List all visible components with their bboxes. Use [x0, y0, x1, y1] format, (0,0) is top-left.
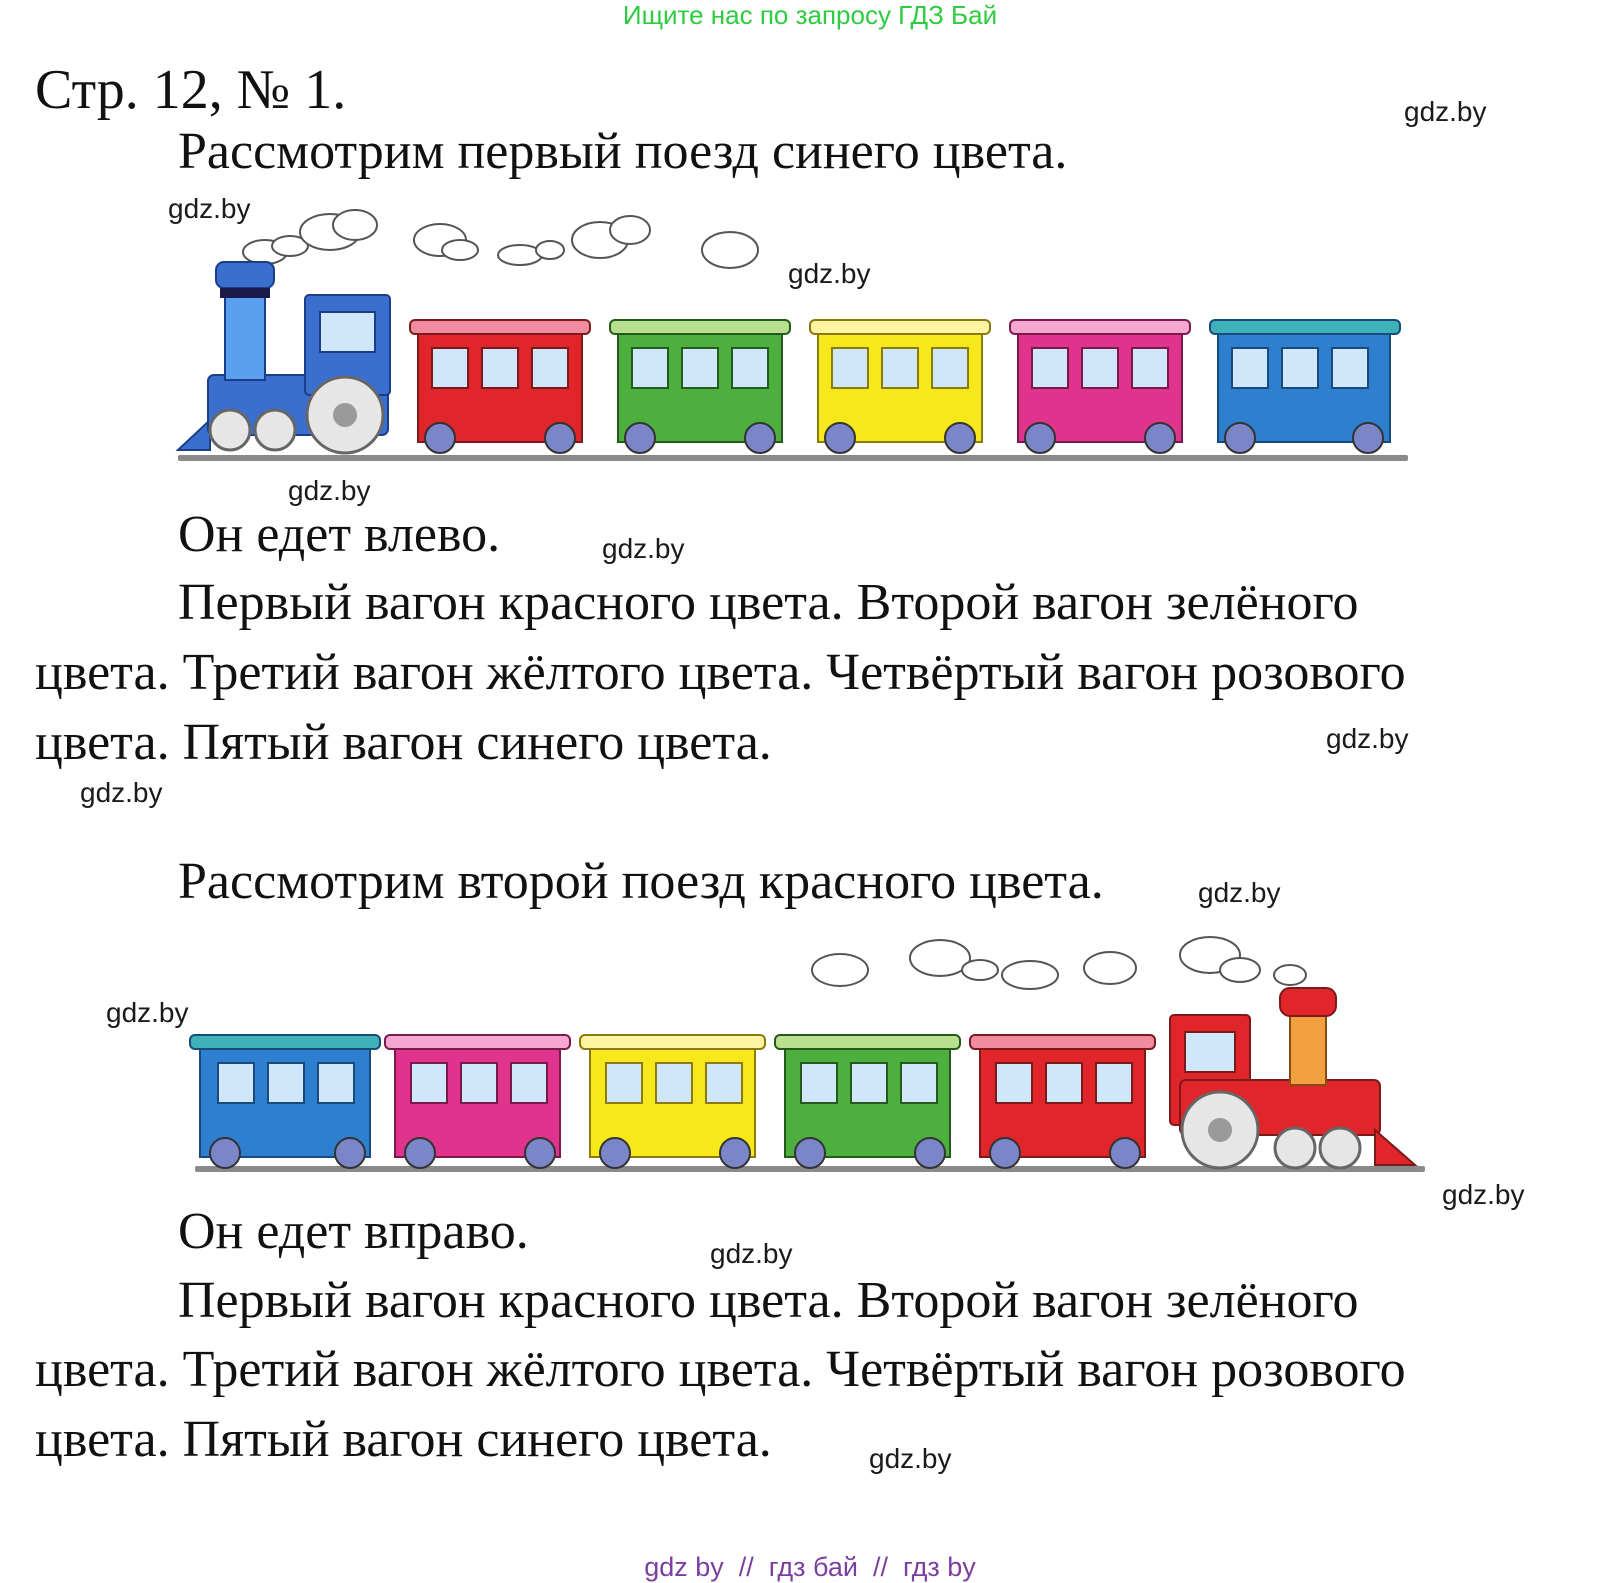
train-1-illustration	[175, 209, 1408, 461]
top-banner[interactable]: Ищите нас по запросу ГДЗ Бай	[622, 0, 998, 30]
rail	[178, 455, 1408, 461]
section1-intro: Рассмотрим первый поезд синего цвета.	[178, 123, 1068, 180]
section1-line-2: цвета. Третий вагон жёлтого цвета. Четвё…	[35, 644, 1406, 701]
watermark: gdz.by	[1198, 877, 1281, 908]
wagon-yellow	[809, 319, 991, 454]
wagon-blue	[1209, 319, 1401, 454]
wagon-green	[774, 1034, 961, 1169]
train-2-illustration	[189, 936, 1425, 1172]
locomotive-blue	[175, 261, 391, 455]
wagon-blue	[189, 1034, 381, 1169]
section2-line-3: цвета. Пятый вагон синего цвета.	[35, 1411, 772, 1468]
watermark: gdz.by	[869, 1443, 952, 1474]
watermark: gdz.by	[1404, 96, 1487, 127]
watermark: gdz.by	[106, 997, 189, 1028]
wagon-yellow	[579, 1034, 766, 1169]
wagon-red	[409, 319, 591, 454]
watermark: gdz.by	[168, 193, 251, 224]
page-heading: Стр. 12, № 1.	[35, 59, 347, 121]
watermark: gdz.by	[1442, 1179, 1525, 1210]
wagon-pink	[384, 1034, 571, 1169]
watermark: gdz.by	[788, 258, 871, 289]
section1-line-3: цвета. Пятый вагон синего цвета.	[35, 714, 772, 771]
section1-direction: Он едет влево.	[178, 506, 501, 563]
wagon-pink	[1009, 319, 1191, 454]
footer-links[interactable]: gdz by // гдз бай // гдз by	[644, 1552, 976, 1582]
wagon-red	[969, 1034, 1156, 1169]
watermark: gdz.by	[602, 533, 685, 564]
section2-line-1: Первый вагон красного цвета. Второй ваго…	[178, 1272, 1359, 1329]
section2-intro: Рассмотрим второй поезд красного цвета.	[178, 853, 1104, 910]
watermark: gdz.by	[1326, 723, 1409, 754]
watermark: gdz.by	[288, 475, 371, 506]
section2-line-2: цвета. Третий вагон жёлтого цвета. Четвё…	[35, 1341, 1406, 1398]
smoke-clouds	[811, 936, 1307, 990]
section2-direction: Он едет вправо.	[178, 1203, 529, 1260]
watermark: gdz.by	[80, 777, 163, 808]
smoke-clouds	[242, 209, 759, 269]
locomotive-red	[1169, 987, 1418, 1170]
wagon-green	[609, 319, 791, 454]
section1-line-1: Первый вагон красного цвета. Второй ваго…	[178, 574, 1359, 631]
watermark: gdz.by	[710, 1238, 793, 1269]
